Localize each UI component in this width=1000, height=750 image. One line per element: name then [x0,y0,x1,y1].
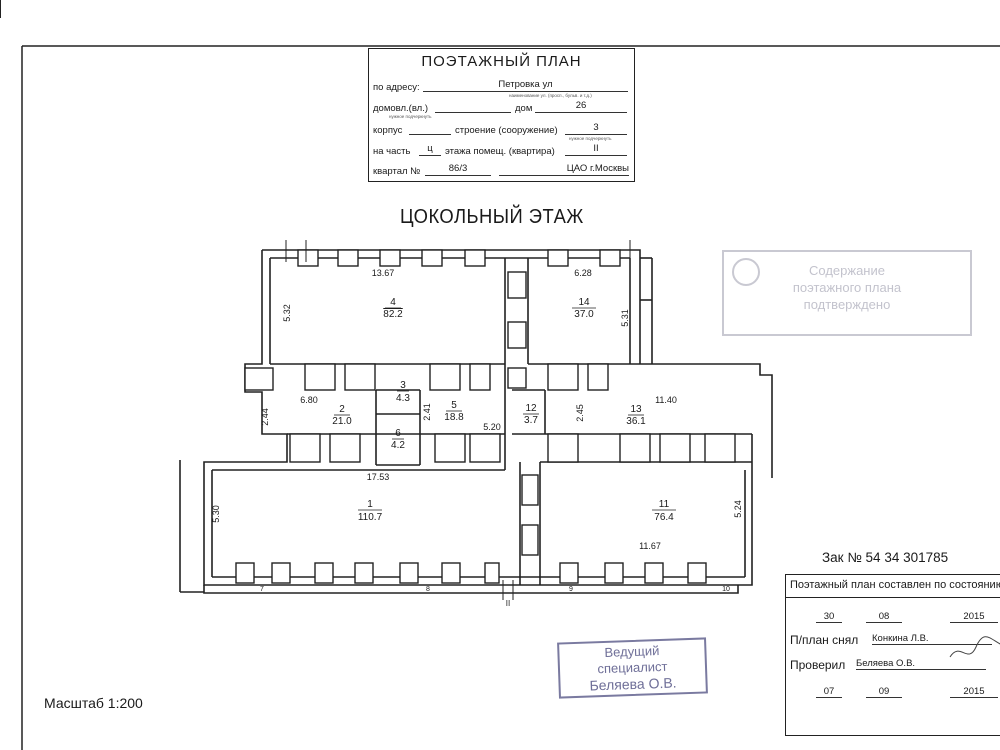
composed-label: Поэтажный план составлен по состоянию [790,579,1000,591]
faded-stamp-line: подтверждено [803,297,891,312]
floor-title: ЦОКОЛЬНЫЙ ЭТАЖ [400,206,584,228]
room-number: 4 [390,297,396,308]
dimension: 11.67 [639,541,661,551]
stroenie-value: 3 [565,122,627,135]
stroenie-label: строение (сооружение) [455,125,558,136]
district-value: ЦАО г.Москвы [499,163,629,176]
faded-stamp-line: поэтажного плана [792,280,902,295]
window-number: 7 [260,586,264,593]
house-hint: нужное подчеркнуть [389,114,432,119]
room-number: 3 [400,380,406,391]
dimension: 2.44 [260,408,270,426]
dimension: 17.53 [367,472,390,482]
dom-value: 26 [535,100,627,113]
dimension: 2.45 [575,404,585,422]
walls [179,249,773,594]
dimension: 11.40 [655,395,677,405]
signature-icon [949,636,1000,658]
date2-month: 09 [866,686,902,698]
faded-stamp-line: Содержание [809,263,885,278]
room-number: 5 [451,400,457,411]
window-number: 9 [569,586,573,593]
room-number: 13 [630,404,642,415]
stroenie-hint: нужное подчеркнуть [569,136,612,141]
dimension: 5.31 [620,309,630,327]
date1-day: 30 [816,611,842,623]
dimension: 6.28 [574,268,592,278]
address-value: Петровка ул [423,79,628,92]
address-label: по адресу: [373,82,420,93]
header-title: ПОЭТАЖНЫЙ ПЛАН [421,53,582,70]
room-area: 3.7 [524,415,538,426]
info-box: Поэтажный план составлен по состоянию 30… [785,574,1000,736]
house-line [435,100,511,113]
info-divider [786,597,1000,598]
room-number: 11 [659,499,670,510]
korpus-label: корпус [373,125,403,136]
axis-mark: II [506,599,510,608]
header-block: ПОЭТАЖНЫЙ ПЛАН по адресу: Петровка ул на… [368,48,635,182]
window-numbers: 7 8 9 10 II [260,586,730,608]
floor-label: этажа помещ. (квартира) [445,146,555,157]
faded-stamp: Содержание поэтажного плана подтверждено [722,250,972,336]
room-area: 4.3 [396,393,410,404]
dimension: 6.80 [300,395,318,405]
scale-label: Масштаб 1:200 [44,695,143,711]
korpus-line [409,122,451,135]
dimension: 5.20 [483,422,501,432]
room-area: 37.0 [574,309,594,320]
address-hint: наименование ул. (просп., бульв. и т.д.) [509,93,592,98]
windows-top [244,249,736,556]
room-area: 110.7 [358,512,383,523]
room-area: 18.8 [444,412,464,423]
room-number-underlines [334,307,676,511]
date2-year: 2015 [950,686,998,698]
part-value: ц [419,143,441,156]
dimension: 5.30 [211,505,221,523]
window-number: 10 [722,586,730,593]
date1-year: 2015 [950,611,998,623]
room-area: 76.4 [654,512,674,523]
room-area: 82.2 [383,309,403,320]
specialist-stamp: Ведущий специалист Беляева О.В. [557,637,708,699]
axis-ticks [285,240,631,600]
part-label: на часть [373,146,411,157]
room-labels: 4 82.2 14 37.0 3 4.3 2 21.0 5 18.8 12 3.… [332,297,674,523]
dimension: 5.32 [282,304,292,322]
kvartal-label: квартал № [373,166,421,177]
dimension: 13.67 [372,268,395,278]
checked-label: Проверил [790,658,846,672]
room-area: 36.1 [626,416,646,427]
room-number: 12 [525,403,537,414]
room-number: 2 [339,404,345,415]
date2-day: 07 [816,686,842,698]
room-number: 6 [395,428,401,439]
order-number: Зак № 54 34 301785 [822,550,949,565]
dimension-labels: 13.67 6.28 5.32 5.31 6.80 2.44 2.41 5.20… [211,268,743,551]
seal-icon [732,258,760,286]
room-area: 21.0 [332,416,352,427]
room-number: 14 [578,297,590,308]
room-number: 1 [367,499,373,510]
dom-label: дом [515,103,533,114]
checked-name: Беляева О.В. [856,658,986,670]
dimension: 5.24 [733,500,743,518]
house-label: домовл.(вл.) [373,103,428,114]
windows-bottom [235,562,707,584]
room-area: 4.2 [391,440,405,451]
window-number: 8 [426,586,430,593]
dimension: 2.41 [422,403,432,421]
taken-name: Конкина Л.В. [872,633,992,645]
kvartal-value: 86/3 [425,163,491,176]
taken-label: П/план снял [790,633,859,647]
floor-value: II [565,143,627,156]
date1-month: 08 [866,611,902,623]
